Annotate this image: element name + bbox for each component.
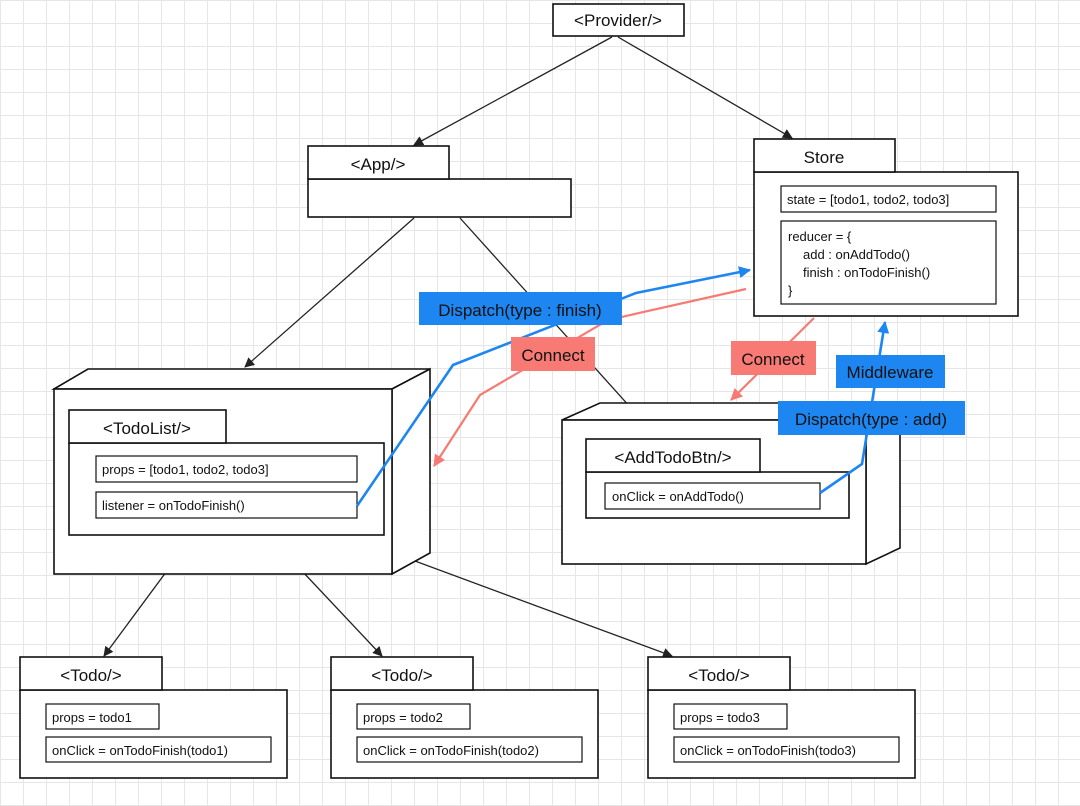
flow-labels: Dispatch(type : finish) Connect Connect … <box>419 292 965 435</box>
dispatch-finish-label: Dispatch(type : finish) <box>438 301 601 320</box>
todo-2-title: <Todo/> <box>371 666 433 685</box>
todo-1-onclick-text: onClick = onTodoFinish(todo1) <box>52 743 228 758</box>
edge-provider-app <box>413 36 613 146</box>
addtodobtn-onclick-box <box>604 482 821 510</box>
todo-3-title-tab <box>647 656 791 691</box>
dispatch-add-label: Dispatch(type : add) <box>795 410 947 429</box>
todo-node-2: <Todo/> props = todo2 onClick = onTodoFi… <box>330 656 599 779</box>
todolist-props-box <box>95 455 358 483</box>
todo-3-props-text: props = todo3 <box>680 710 760 725</box>
app-node: <App/> <box>307 145 572 218</box>
connect-right-label-bg <box>731 341 816 375</box>
store-title-tab <box>753 138 896 173</box>
dispatch-finish-arrow <box>355 266 751 507</box>
todo-2-onclick-text: onClick = onTodoFinish(todo2) <box>363 743 539 758</box>
connect-left-label-bg <box>511 337 595 371</box>
todo-1-props-box <box>45 703 160 730</box>
store-reducer-line-3: finish : onTodoFinish() <box>803 265 930 280</box>
todo-3-title: <Todo/> <box>688 666 750 685</box>
store-reducer-box <box>780 220 997 305</box>
todolist-side-face <box>391 367 431 576</box>
todo-1-body <box>19 689 288 779</box>
store-reducer-line-4: } <box>788 283 793 298</box>
todolist-listener-box <box>95 491 358 519</box>
store-state-text: state = [todo1, todo2, todo3] <box>787 192 949 207</box>
edge-app-addtodobtn <box>459 217 659 439</box>
todo-3-body <box>647 689 916 779</box>
todo-1-title: <Todo/> <box>60 666 122 685</box>
todo-3-onclick-text: onClick = onTodoFinish(todo3) <box>680 743 856 758</box>
todolist-node: <TodoList/> props = [todo1, todo2, todo3… <box>51 367 431 576</box>
todolist-listener-text: listener = onTodoFinish() <box>102 498 245 513</box>
edge-app-todolist <box>244 217 415 368</box>
todo-node-1: <Todo/> props = todo1 onClick = onTodoFi… <box>19 656 288 779</box>
todolist-title: <TodoList/> <box>103 419 191 438</box>
todo-node-3: <Todo/> props = todo3 onClick = onTodoFi… <box>647 656 916 779</box>
addtodobtn-onclick-text: onClick = onAddTodo() <box>612 489 744 504</box>
store-reducer-line-1: reducer = { <box>788 229 852 244</box>
todo-2-body <box>330 689 599 779</box>
todo-1-onclick-box <box>45 736 272 763</box>
todo-1-title-tab <box>19 656 163 691</box>
todo-2-props-box <box>356 703 471 730</box>
todo-1-props-text: props = todo1 <box>52 710 132 725</box>
todolist-props-text: props = [todo1, todo2, todo3] <box>102 462 269 477</box>
provider-title: <Provider/> <box>574 11 662 30</box>
store-title: Store <box>804 148 845 167</box>
connect-left-label: Connect <box>521 346 585 365</box>
middleware-label: Middleware <box>847 363 934 382</box>
todolist-top-face <box>51 368 431 390</box>
app-body <box>307 178 572 218</box>
provider-node: <Provider/> <box>552 3 685 37</box>
dispatch-add-label-bg <box>778 401 965 435</box>
todo-2-props-text: props = todo2 <box>363 710 443 725</box>
todo-3-props-box <box>673 703 788 730</box>
todo-2-onclick-box <box>356 736 583 763</box>
store-reducer-line-2: add : onAddTodo() <box>803 247 910 262</box>
provider-box <box>552 3 685 37</box>
dispatch-finish-label-bg <box>419 292 622 325</box>
store-node: Store state = [todo1, todo2, todo3] redu… <box>753 138 1019 317</box>
todo-3-onclick-box <box>673 736 900 763</box>
connect-right-label: Connect <box>741 350 805 369</box>
todo-2-title-tab <box>330 656 474 691</box>
middleware-label-bg <box>836 355 945 388</box>
todolist-title-tab <box>68 409 227 444</box>
app-title-tab <box>307 145 450 180</box>
app-title: <App/> <box>351 155 406 174</box>
addtodobtn-title: <AddTodoBtn/> <box>614 448 731 467</box>
edge-provider-store <box>617 36 793 139</box>
store-state-box <box>780 185 997 213</box>
addtodobtn-title-tab <box>585 438 761 473</box>
